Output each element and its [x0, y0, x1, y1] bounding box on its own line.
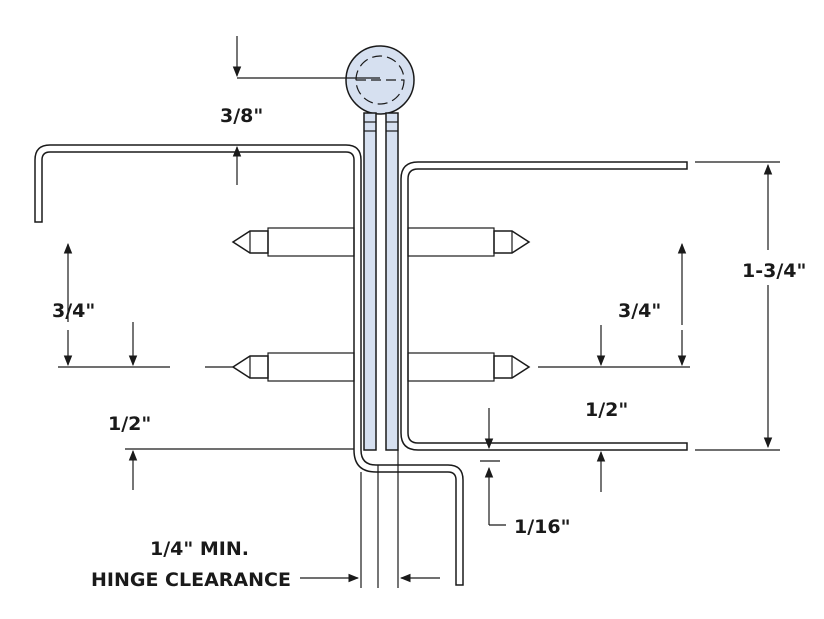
hinge-knuckle: [345, 45, 415, 115]
screw-top-left: [231, 227, 355, 257]
screw-top-right: [407, 227, 531, 257]
screw-bottom-right: [407, 352, 531, 382]
screw-bottom-left: [231, 352, 355, 382]
dimension-top-gap: [232, 36, 380, 185]
label-top-gap: 3/8": [220, 105, 263, 127]
label-left-screw-spacing: 3/4": [52, 300, 95, 322]
label-clearance-line1: 1/4" MIN.: [150, 538, 249, 560]
dimension-bottom-gap: [480, 408, 506, 526]
label-left-edge-distance: 1/2": [108, 413, 151, 435]
hinge-leaves: [363, 112, 399, 451]
dimension-left: [58, 242, 354, 490]
label-bottom-gap: 1/16": [514, 516, 571, 538]
label-clearance-line2: HINGE CLEARANCE: [91, 569, 291, 591]
label-right-screw-spacing: 3/4": [618, 300, 661, 322]
clearance-lines: [360, 450, 399, 588]
dimension-door-thickness: [695, 161, 780, 451]
label-right-edge-distance: 1/2": [585, 399, 628, 421]
label-door-thickness: 1-3/4": [742, 260, 806, 282]
dimension-right: [538, 242, 690, 492]
left-frame: [34, 144, 464, 586]
right-door: [400, 161, 688, 451]
